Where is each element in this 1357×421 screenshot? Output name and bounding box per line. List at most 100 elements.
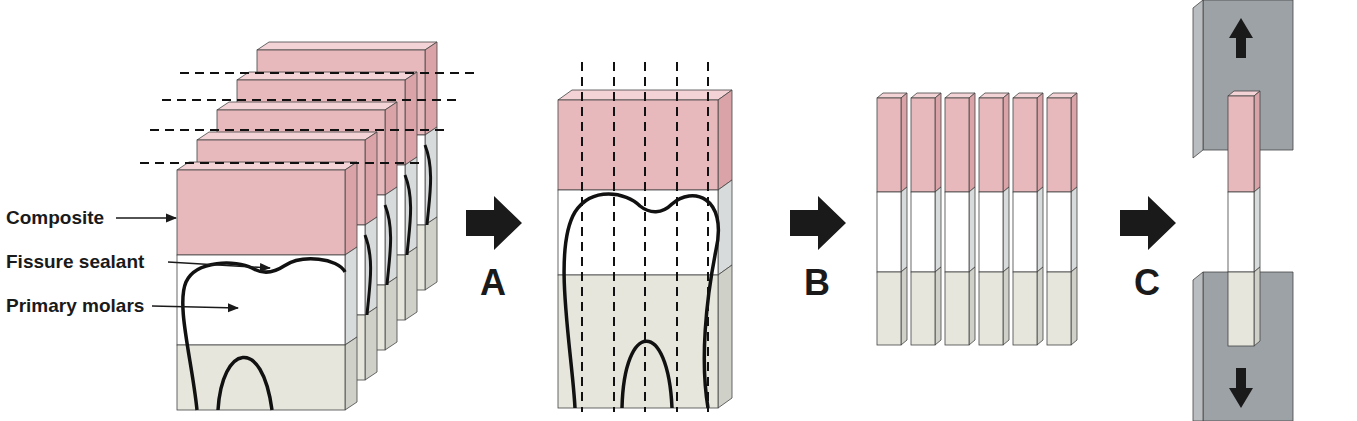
slice-side (425, 217, 437, 290)
beam-stick-side (1037, 267, 1043, 345)
cut-line (180, 72, 476, 74)
slice-side (365, 217, 377, 315)
beam-stick-composite (1047, 98, 1071, 192)
leader-line (168, 262, 270, 268)
cut-line (707, 62, 709, 412)
cut-line (676, 62, 678, 412)
slab-side (718, 90, 732, 190)
beam-stick-sealant (945, 192, 969, 272)
slab-side (718, 265, 732, 408)
beam-stick-base (979, 272, 1003, 345)
beam-stick-sealant (1047, 192, 1071, 272)
beam-stick-side (1003, 187, 1009, 272)
beam-stick-side (1071, 267, 1077, 345)
slice-side (405, 72, 417, 165)
tooth-outline (425, 145, 431, 225)
beam-stick-composite (911, 98, 935, 192)
beam-stick-composite (877, 98, 901, 192)
tooth-root (622, 341, 672, 408)
step-letter: C (1134, 262, 1160, 304)
beam-stick-sealant (979, 192, 1003, 272)
slice-side (405, 247, 417, 320)
tooth-crown (564, 194, 718, 408)
slice-side (345, 337, 357, 410)
beam-stick-side (1037, 93, 1043, 192)
slice-side (365, 132, 377, 225)
beam-stick-composite (1013, 98, 1037, 192)
test-stick-side (1254, 187, 1260, 272)
step-letter: B (804, 262, 830, 304)
beam-stick-base (945, 272, 969, 345)
beam-stick-sealant (911, 192, 935, 272)
beam-stick-composite (945, 98, 969, 192)
beam-stick-side (901, 93, 907, 192)
beam-stick-composite (979, 98, 1003, 192)
test-stick-sealant (1228, 192, 1254, 272)
beam-stick-sealant (1013, 192, 1037, 272)
cut-line (644, 62, 646, 412)
beam-stick-side (969, 93, 975, 192)
beam-stick-base (877, 272, 901, 345)
slice-top (197, 132, 377, 140)
slice-top (257, 42, 437, 50)
beam-stick-side (935, 187, 941, 272)
beam-stick-base (1013, 272, 1037, 345)
beam-stick-side (901, 267, 907, 345)
pull-arrow-up (1229, 18, 1253, 58)
step-letter: A (480, 262, 506, 304)
beam-stick-sealant (877, 192, 901, 272)
cut-line (162, 99, 458, 101)
test-stick-base (1228, 272, 1254, 346)
process-arrow (466, 196, 522, 250)
slice-side (425, 127, 437, 225)
cut-line (613, 62, 615, 412)
upper-grip-side (1193, 0, 1203, 158)
slice-side (345, 247, 357, 345)
tooth-outline (365, 235, 371, 315)
cut-line (150, 129, 445, 131)
slice-side (385, 277, 397, 350)
beam-stick-side (901, 187, 907, 272)
beam-stick-side (1071, 93, 1077, 192)
tooth-outline (385, 205, 391, 285)
slice-base (177, 345, 345, 410)
part-label: Primary molars (6, 295, 144, 317)
beam-stick-base (1047, 272, 1071, 345)
tooth-root (218, 357, 272, 410)
tooth-outline (405, 175, 411, 255)
beam-stick-side (1071, 187, 1077, 272)
beam-stick-side (1003, 93, 1009, 192)
beam-stick-side (969, 267, 975, 345)
beam-stick-base (911, 272, 935, 345)
lower-grip-side (1193, 272, 1203, 421)
slice-composite (177, 170, 345, 255)
part-label: Composite (6, 207, 104, 229)
test-stick-side (1254, 267, 1260, 346)
test-stick-side (1254, 91, 1260, 192)
cut-line (581, 62, 583, 412)
leader-line (116, 217, 176, 219)
beam-stick-side (1003, 267, 1009, 345)
tooth-crown (183, 259, 345, 410)
slice-side (365, 307, 377, 380)
cut-line (140, 162, 420, 164)
process-arrow (790, 196, 846, 250)
slice-side (405, 157, 417, 255)
beam-stick-side (935, 267, 941, 345)
slice-side (425, 42, 437, 135)
test-stick-composite (1228, 96, 1254, 192)
slice-side (385, 187, 397, 285)
part-label: Fissure sealant (6, 251, 144, 273)
lower-grip (1203, 272, 1293, 421)
slice-side (345, 162, 357, 255)
pull-arrow-down (1229, 368, 1253, 408)
leader-line (152, 306, 238, 308)
slice-side (385, 102, 397, 195)
beam-stick-side (1037, 187, 1043, 272)
slice-top (217, 102, 397, 110)
beam-stick-side (935, 93, 941, 192)
process-arrow (1120, 196, 1176, 250)
beam-stick-side (969, 187, 975, 272)
